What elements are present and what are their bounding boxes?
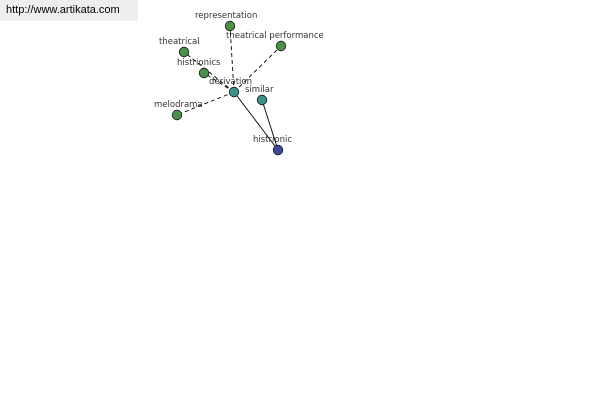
node-derivation[interactable] (228, 86, 240, 98)
node-label-theatrical-performance[interactable]: theatrical performance (226, 31, 324, 41)
nodes-layer (171, 20, 287, 156)
edges-layer (176, 25, 282, 151)
node-similar[interactable] (256, 94, 268, 106)
node-label-histrionic[interactable]: histrionic (253, 135, 292, 145)
node-label-similar[interactable]: similar (245, 85, 274, 95)
node-theatrical[interactable] (178, 46, 190, 58)
edge-derivation-theatrical-performance (233, 45, 282, 93)
node-histrionics[interactable] (198, 67, 210, 79)
node-melodrama[interactable] (171, 109, 183, 121)
node-theatrical-performance[interactable] (275, 40, 287, 52)
node-label-histrionics[interactable]: histrionics (177, 58, 221, 68)
edge-derivation-theatrical (183, 51, 235, 93)
url-link[interactable]: http://www.artikata.com (6, 4, 120, 16)
edge-similar-histrionic (261, 99, 279, 151)
node-label-representation[interactable]: representation (195, 11, 257, 21)
edge-derivation-melodrama (176, 91, 235, 116)
node-label-melodrama[interactable]: melodrama (154, 100, 203, 110)
node-label-derivation[interactable]: derivation (209, 77, 252, 87)
labels-layer: representation theatrical theatrical perfo… (154, 11, 324, 145)
edge-derivation-histrionic (233, 91, 279, 151)
node-representation[interactable] (224, 20, 236, 32)
node-label-theatrical[interactable]: theatrical (159, 37, 200, 47)
url-banner: http://www.artikata.com (0, 0, 138, 21)
edge-derivation-histrionics (203, 72, 235, 93)
node-histrionic[interactable] (272, 144, 284, 156)
